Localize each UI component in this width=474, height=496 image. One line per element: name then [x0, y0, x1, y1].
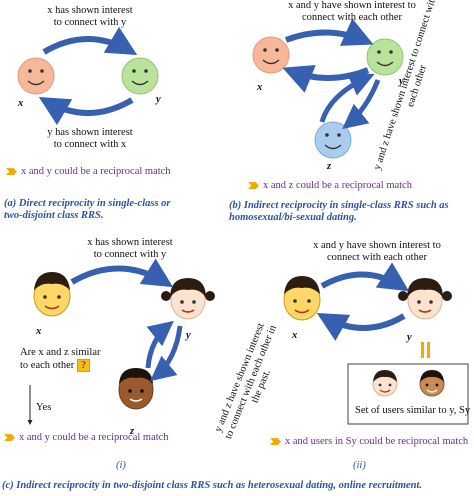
arrow-c2-y-to-x [316, 313, 406, 341]
panel-c2-match: x and users in Sy could be reciprocal ma… [270, 436, 468, 448]
arrow-by-to-bz [342, 79, 381, 130]
panel-c1-question-line-2: to each other [20, 359, 75, 371]
face-similar-girl-2 [419, 370, 445, 397]
panel-c1-question: Are x and z similar to each other ? [20, 347, 101, 373]
panel-b-caption-line-2: homosexual/bi-sexual dating. [229, 211, 357, 223]
panel-c1-top-line-2: to connect with y [93, 248, 167, 260]
panel-a-match: x and y could be a reciprocal match [6, 166, 171, 178]
panel-c2-top-line-2: connect with each other [327, 251, 427, 263]
face-y-green [121, 57, 159, 95]
arrow-y-to-x [38, 96, 134, 126]
question-mark-icon: ? [76, 358, 91, 373]
panel-b-node-y: y [399, 76, 404, 87]
panel-b-caption: (b) Indirect reciprocity in single-class… [229, 200, 449, 223]
panel-a-bottom-text: y has shown interest to connect with x [25, 127, 155, 150]
face-similar-girl-1 [372, 370, 398, 397]
panel-c1-node-x: x [36, 326, 42, 337]
panel-c1-match: x and y could be a reciprocal match [4, 432, 169, 444]
panel-c1-node-z: z [130, 426, 135, 437]
panel-b-caption-line-1: (b) Indirect reciprocity in single-class… [229, 200, 449, 211]
panel-c1-top-line-1: x has shown interest [87, 237, 173, 248]
chevron-right-icon [248, 182, 259, 190]
panel-a-faces [17, 57, 159, 95]
arrow-c2-x-to-y [320, 262, 410, 292]
panel-b-faces [252, 36, 404, 159]
similar-users-box [347, 363, 469, 425]
panel-c1-match-text: x and y could be a reciprocal match [19, 432, 169, 443]
panel-c1-top-text: x has shown interest to connect with y [60, 237, 200, 260]
equivalence-bars [421, 342, 430, 358]
face-c1-y-girl [161, 278, 215, 320]
panel-c2-set-text: Set of users similar to y, Sy [355, 405, 471, 416]
panel-b-node-z: z [327, 161, 332, 172]
panel-a-caption-line-1: (a) Direct reciprocity in single-class o… [4, 198, 171, 209]
face-c2-x-boy [283, 276, 321, 321]
panel-a-caption: (a) Direct reciprocity in single-class o… [4, 198, 171, 221]
arrow-c1-x-to-y [70, 258, 174, 288]
panel-c2-top-line-1: x and y have shown interest to [313, 240, 441, 251]
panel-b-match-text: x and z could be a reciprocal match [263, 180, 412, 191]
arrow-x-to-y [42, 26, 138, 56]
panel-c2-node-x: x [292, 330, 298, 341]
panel-b-top-line-2: connect with each other [302, 11, 402, 23]
arrow-c1-y-to-z [150, 325, 183, 382]
face-c2-y-girl [398, 278, 452, 320]
footer-caption: (c) Indirect reciprocity in two-disjoint… [2, 480, 423, 491]
panel-c2-match-text: x and users in Sy could be reciprocal ma… [285, 436, 469, 447]
panel-c2-top-text: x and y have shown interest to connect w… [292, 240, 462, 263]
panel-b-match: x and z could be a reciprocal match [248, 180, 412, 192]
panel-b-top-text: x and y have shown interest to connect w… [262, 0, 442, 23]
panel-c1-label: (i) [116, 460, 126, 471]
arrow-bz-to-by [319, 72, 375, 123]
face-y-green [366, 38, 404, 76]
arrow-c1-z-to-y [145, 320, 174, 369]
panel-a-caption-line-2: two-disjoint class RRS. [4, 209, 104, 221]
panel-b-top-line-1: x and y have shown interest to [288, 0, 416, 11]
panel-a-top-line-2: to connect with y [53, 16, 127, 28]
panel-a-top-text: x has shown interest to connect with y [25, 5, 155, 28]
face-x-orange [252, 36, 290, 74]
arrow-by-to-bx [282, 64, 370, 93]
face-z-blue [314, 121, 352, 159]
face-c1-z-boy-dark [118, 368, 154, 410]
panel-a-top-line-1: x has shown interest [47, 5, 133, 16]
chevron-right-icon [270, 438, 281, 446]
panel-c1-yes: Yes [36, 402, 52, 413]
panel-c1-node-y: y [186, 330, 191, 341]
panel-b-node-x: x [257, 82, 263, 93]
chevron-right-icon [4, 434, 15, 442]
panel-c2-label: (ii) [353, 460, 366, 471]
panel-a-bottom-line-2: to connect with x [53, 138, 127, 150]
panel-a-bottom-line-1: y has shown interest [47, 127, 133, 138]
arrow-bx-to-by [284, 18, 374, 46]
panel-c2-node-y: y [407, 332, 412, 343]
face-x-orange [17, 57, 55, 95]
panel-a-match-text: x and y could be a reciprocal match [21, 166, 171, 177]
chevron-right-icon [6, 168, 17, 176]
panel-a-node-y: y [156, 94, 161, 105]
face-c1-x-boy [33, 272, 71, 317]
panel-c1-question-line-1: Are x and z similar [20, 347, 101, 358]
panel-a-node-x: x [18, 98, 24, 109]
